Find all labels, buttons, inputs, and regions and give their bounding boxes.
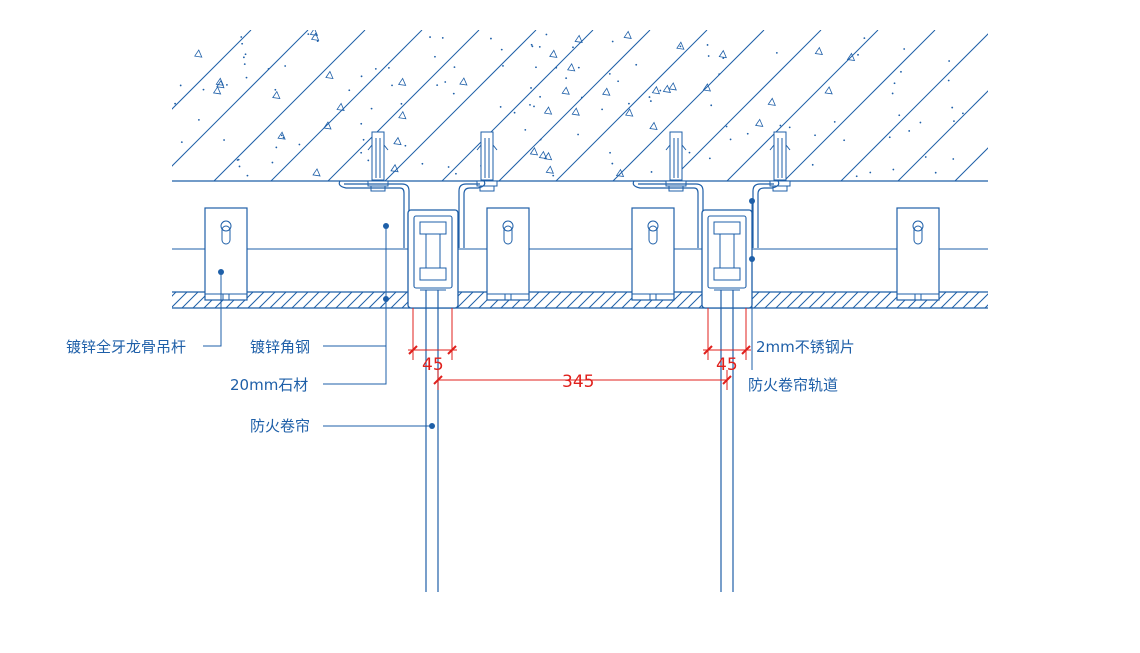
expansion-anchors: [367, 131, 791, 192]
dimension-lines: [408, 308, 751, 390]
anchor-bolt: [476, 131, 498, 192]
angle-steel-and-track: [338, 180, 486, 309]
stone-panel-hatch: [172, 292, 988, 308]
hanger-bracket: [486, 207, 530, 301]
leader-dots: [218, 198, 755, 429]
label-hanger-rod: 镀锌全牙龙骨吊杆: [66, 338, 186, 356]
track-assemblies: [338, 180, 780, 309]
dim-left-track-width: 45: [422, 355, 444, 375]
label-angle-steel: 镀锌角钢: [250, 338, 310, 356]
anchor-bolt: [367, 131, 389, 192]
anchor-bolt: [769, 131, 791, 192]
hanger-bracket: [631, 207, 675, 301]
ceiling-framing-lines: [172, 248, 988, 309]
hanger-bracket: [896, 207, 940, 301]
leader-lines: [203, 201, 753, 427]
label-stainless-sheet: 2mm不锈钢片: [756, 338, 855, 356]
hanger-bracket: [204, 207, 248, 301]
fire-shutter-curtains: [425, 290, 734, 592]
label-stone: 20mm石材: [230, 376, 308, 394]
dim-right-track-width: 45: [716, 355, 738, 375]
hanger-brackets: [204, 207, 940, 301]
label-fire-shutter: 防火卷帘: [250, 417, 310, 435]
angle-steel-and-track: [632, 180, 780, 309]
dim-track-spacing: 345: [562, 372, 594, 392]
anchor-bolt: [665, 131, 687, 192]
concrete-slab: [172, 30, 988, 182]
label-shutter-track: 防火卷帘轨道: [748, 376, 838, 394]
